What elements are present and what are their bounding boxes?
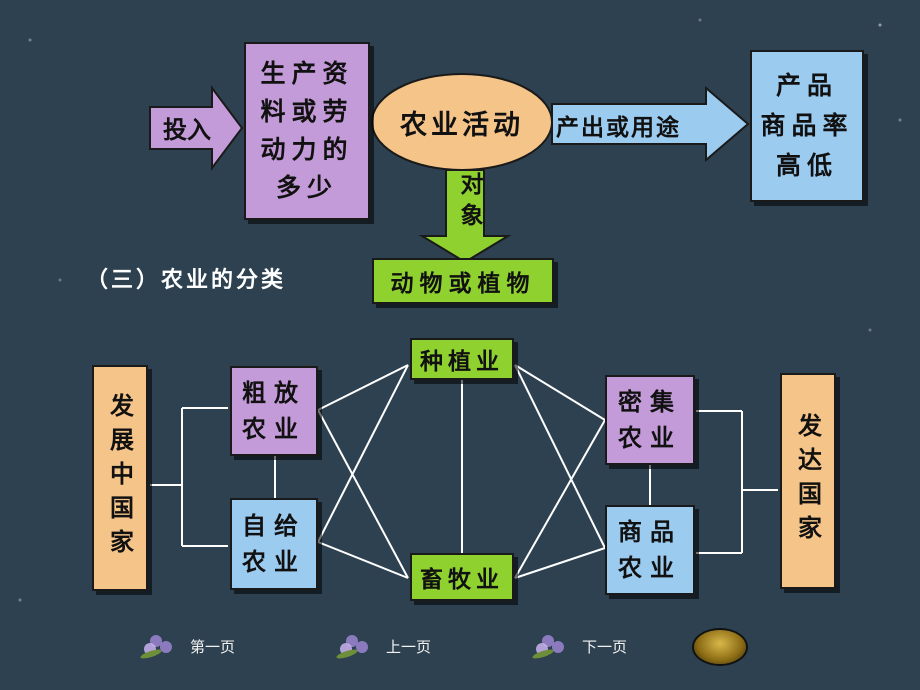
commercial-agriculture-box: 商品 农业 bbox=[605, 505, 695, 595]
resources-text: 生产资 料或劳 动力的 多少 bbox=[260, 59, 354, 202]
activity-ellipse bbox=[371, 73, 553, 171]
developing-countries-text: 发展中国家 bbox=[105, 393, 135, 563]
object-label: 对象 bbox=[456, 172, 483, 234]
object-arrow bbox=[418, 169, 512, 264]
input-arrow bbox=[149, 85, 244, 171]
intensive-agriculture-box: 密集 农业 bbox=[605, 375, 695, 465]
nav-next-page[interactable]: 下一页 bbox=[531, 626, 672, 666]
developed-countries-box: 发达国家 bbox=[780, 373, 836, 589]
section-heading: （三）农业的分类 bbox=[86, 268, 287, 293]
developing-countries-box: 发展中国家 bbox=[92, 365, 148, 591]
output-arrow bbox=[551, 85, 750, 163]
output-label: 产出或用途 bbox=[556, 114, 681, 141]
object-box: 动物或植物 bbox=[372, 258, 554, 304]
extensive-agriculture-box: 粗放 农业 bbox=[230, 366, 318, 456]
extensive-agriculture-text: 粗放 农业 bbox=[242, 378, 306, 443]
flower-icon bbox=[335, 631, 380, 661]
product-box: 产品 商品率 高低 bbox=[750, 50, 864, 202]
nav-next-label: 下一页 bbox=[582, 637, 628, 656]
nav-first-label: 第一页 bbox=[190, 637, 236, 656]
flower-icon bbox=[531, 631, 576, 661]
object-text: 动物或植物 bbox=[390, 270, 536, 297]
subsistence-agriculture-text: 自给 农业 bbox=[242, 511, 306, 576]
commercial-agriculture-text: 商品 农业 bbox=[618, 517, 682, 582]
activity-label: 农业活动 bbox=[400, 110, 524, 141]
classification-lines bbox=[150, 364, 778, 579]
intensive-agriculture-text: 密集 农业 bbox=[618, 387, 682, 452]
nav-prev-label: 上一页 bbox=[386, 637, 432, 656]
product-text: 产品 商品率 高低 bbox=[760, 71, 854, 180]
exit-button-icon[interactable] bbox=[694, 630, 746, 664]
livestock-text: 畜牧业 bbox=[420, 566, 504, 593]
planting-box: 种植业 bbox=[410, 338, 514, 380]
nav-first-page[interactable]: 第一页 bbox=[139, 626, 280, 666]
nav-prev-page[interactable]: 上一页 bbox=[335, 626, 476, 666]
developed-countries-text: 发达国家 bbox=[793, 413, 823, 549]
planting-text: 种植业 bbox=[420, 348, 504, 375]
input-label: 投入 bbox=[163, 115, 211, 144]
subsistence-agriculture-box: 自给 农业 bbox=[230, 498, 318, 590]
resources-box: 生产资 料或劳 动力的 多少 bbox=[244, 42, 370, 220]
flower-icon bbox=[139, 631, 184, 661]
livestock-box: 畜牧业 bbox=[410, 553, 514, 601]
